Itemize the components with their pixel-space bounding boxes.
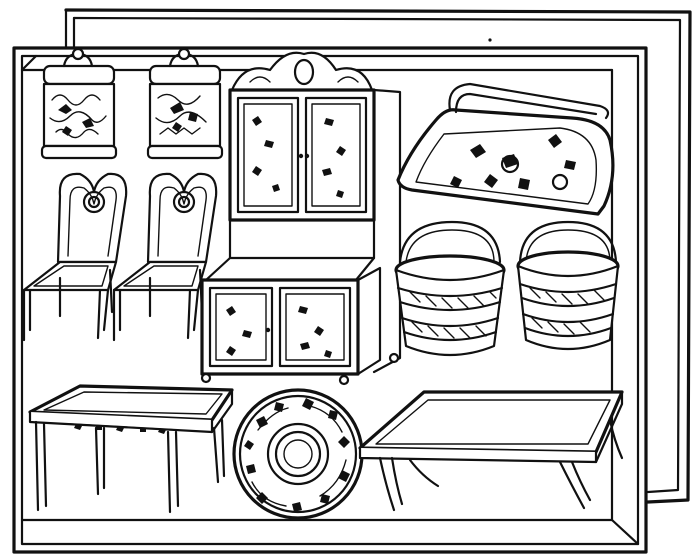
- large-table: [358, 390, 624, 512]
- coal-scuttle: [396, 82, 615, 216]
- chair-right: [112, 172, 218, 342]
- chair-left: [22, 172, 128, 342]
- back-board: [64, 8, 692, 504]
- round-tray: [232, 388, 364, 520]
- small-table: [28, 384, 234, 514]
- dresser-cabinet: [200, 51, 402, 386]
- jar-right: [146, 47, 224, 160]
- bucket-left: [394, 220, 506, 357]
- jar-left: [40, 47, 118, 160]
- bucket-right: [516, 220, 620, 351]
